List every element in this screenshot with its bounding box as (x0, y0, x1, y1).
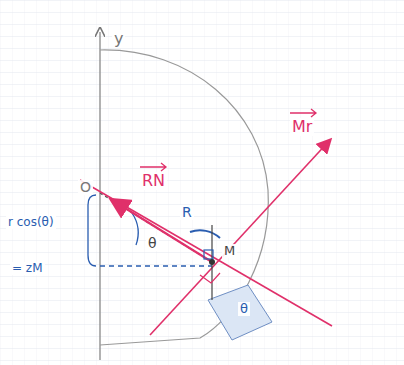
dimension-bracket (88, 195, 96, 266)
angle-label: θ (238, 302, 250, 316)
point-label: M (222, 244, 237, 258)
point-m (209, 259, 215, 265)
vector-label: Mr (290, 118, 314, 136)
angle-arc (132, 213, 138, 245)
normal-force-arrow (112, 200, 212, 262)
y-axis (99, 32, 100, 360)
dimension-label: = zM (10, 262, 45, 275)
hatched-area (208, 285, 272, 340)
vector-arrow (290, 109, 316, 117)
vector-label: RN (140, 172, 167, 190)
vector-arrow (140, 163, 166, 171)
angle-arc (190, 230, 220, 238)
normal-line (80, 180, 332, 326)
dimension-label: r cos(θ) (6, 216, 56, 229)
radius-line (100, 193, 212, 262)
length-label: R (180, 205, 194, 220)
right-angle-mark (204, 250, 213, 259)
axis-label: y (112, 30, 125, 48)
moment-arrow (150, 140, 330, 335)
right-angle-mark (200, 273, 220, 283)
point-label: O (78, 180, 93, 195)
angle-label: θ (146, 236, 159, 251)
projection-line (100, 265, 212, 267)
